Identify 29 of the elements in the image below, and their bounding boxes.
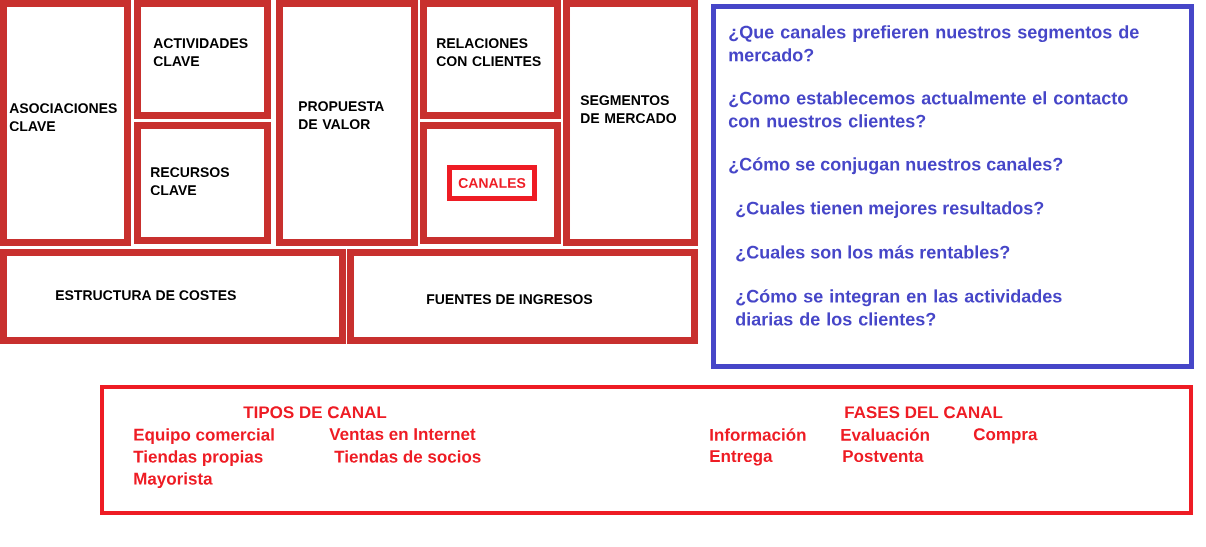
question-text: ¿Que canales prefieren nuestros segmentos de mercado? <box>729 25 1139 62</box>
question-text: ¿Cuales tienen mejores resultados? <box>736 201 1044 218</box>
question-text: ¿Como establecemos actualmente el contacto con nuestros clientes? <box>728 91 1128 128</box>
channel-text: Tiendas propias <box>133 450 263 467</box>
channel-text: TIPOS DE CANAL <box>243 406 387 419</box>
question-text: ¿Cuales son los más rentables? <box>736 245 1010 262</box>
channel-text: Equipo comercial <box>134 428 274 445</box>
channel-text: Compra <box>973 428 1038 444</box>
question-text: ¿Cómo se integran en las actividades diarias de los clientes? <box>735 289 1062 326</box>
channel-text: FASES DEL CANAL <box>845 406 1003 419</box>
channel-box: CANALES <box>447 165 537 201</box>
channel-text: Evaluación <box>841 428 929 441</box>
channel-text: Postventa <box>843 450 924 463</box>
channel-text: Ventas en Internet <box>329 428 476 441</box>
channel-text: Mayorista <box>134 472 213 489</box>
channel-panel <box>100 385 1193 515</box>
canvas-box: ESTRUCTURA DE COSTES <box>0 249 346 344</box>
canvas-box: ACTIVIDADES CLAVE <box>134 0 271 119</box>
canvas-box: ASOCIACIONES CLAVE <box>0 0 131 246</box>
canvas-box: SEGMENTOS DE MERCADO <box>563 0 698 246</box>
canvas-box: RECURSOS CLAVE <box>134 122 271 244</box>
canvas-box: RELACIONES CON CLIENTES <box>420 0 561 119</box>
channel-text: Entrega <box>710 450 773 466</box>
question-panel <box>711 4 1194 369</box>
canvas-box: PROPUESTA DE VALOR <box>276 0 418 246</box>
channel-text: Información <box>710 428 806 441</box>
question-text: ¿Cómo se conjugan nuestros canales? <box>729 157 1063 175</box>
channel-text: Tiendas de socios <box>334 450 481 463</box>
canvas-box: FUENTES DE INGRESOS <box>347 249 698 344</box>
